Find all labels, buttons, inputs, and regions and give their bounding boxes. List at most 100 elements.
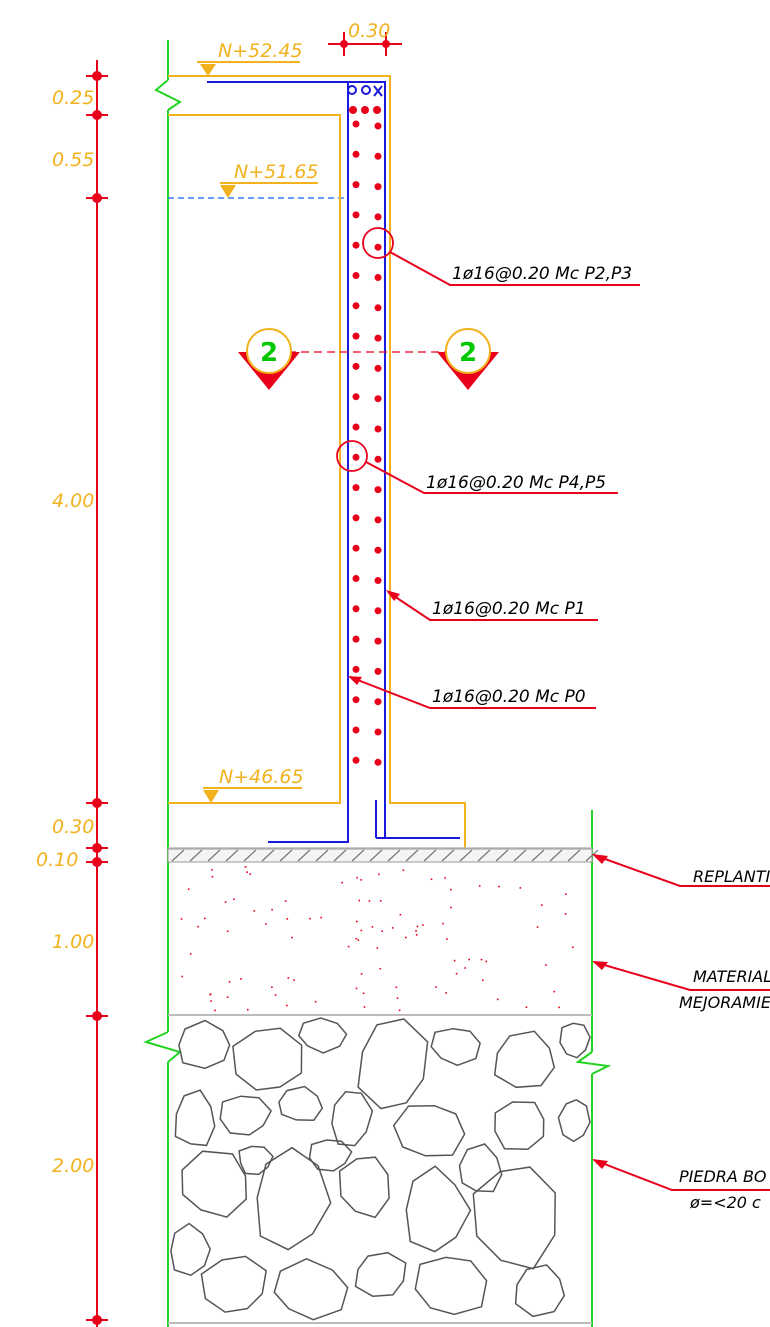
stone <box>338 1156 390 1219</box>
fill-dot <box>464 967 466 969</box>
fill-dot <box>291 936 293 939</box>
fill-dot <box>536 926 539 928</box>
rebar-dot <box>373 106 381 114</box>
fill-dot <box>376 947 379 949</box>
level-label-water: N+51.65 <box>234 161 319 183</box>
fill-dot <box>445 992 447 994</box>
stone <box>232 1027 303 1091</box>
fill-dot <box>541 904 543 906</box>
section-mark-right: 2 <box>437 328 499 390</box>
stone <box>256 1146 332 1251</box>
hatch-line <box>351 849 365 862</box>
fill-dot <box>565 893 567 895</box>
rebar-dot <box>352 575 360 582</box>
hatch-line <box>585 849 599 862</box>
layer-label-replantillo: REPLANTI <box>693 867 770 886</box>
stone <box>238 1145 274 1176</box>
fill-dot <box>244 866 247 868</box>
rebar-dot <box>374 334 382 342</box>
fill-dot <box>378 873 380 876</box>
stone <box>557 1098 591 1143</box>
fill-dot <box>253 910 256 912</box>
layer-label-material: MATERIAL <box>693 967 770 986</box>
fill-dot <box>180 918 183 920</box>
fill-dot <box>355 987 358 990</box>
fill-dot <box>356 876 358 879</box>
fill-dot <box>265 923 267 925</box>
fill-dot <box>357 939 360 941</box>
rebar-callout-p1: 1ø16@0.20 Mc P1 <box>386 590 598 621</box>
fill-dot <box>545 964 547 966</box>
stone <box>297 1017 348 1054</box>
fill-dot <box>271 908 273 911</box>
fill-dot <box>558 1006 560 1009</box>
rebar-cage <box>207 81 460 843</box>
fill-dot <box>274 994 277 996</box>
dim-label-0-30: 0.30 <box>52 816 94 838</box>
fill-dot <box>564 913 567 915</box>
stone <box>219 1095 273 1136</box>
stone <box>354 1251 407 1297</box>
rebar-dot <box>374 304 382 312</box>
rebar-callout-p4-p5: 1ø16@0.20 Mc P4,P5 <box>336 440 618 494</box>
rebar-dot <box>352 665 360 673</box>
rebar-dot <box>352 453 360 461</box>
fill-dot <box>226 996 229 998</box>
fill-dot <box>478 885 481 887</box>
fill-dot <box>391 927 394 929</box>
rebar-dot <box>374 667 382 675</box>
fill-dot <box>233 898 235 901</box>
rebar-dot <box>374 546 382 554</box>
rebar-label-p2-p3: 1ø16@0.20 Mc P2,P3 <box>452 264 632 284</box>
fill-dot <box>415 930 417 932</box>
hatch-line <box>495 849 509 862</box>
stone <box>472 1166 556 1270</box>
fill-dot <box>247 1008 249 1011</box>
fill-dot <box>444 877 446 879</box>
rebar-dot <box>374 607 382 615</box>
hatch-line <box>315 849 329 862</box>
stone <box>331 1091 374 1147</box>
dimension-ticks <box>86 71 108 1325</box>
fill-dot <box>398 1009 401 1012</box>
level-label-base: N+46.65 <box>219 766 304 788</box>
fill-dot <box>309 917 311 920</box>
hatch-line <box>549 849 563 862</box>
hatch-line <box>513 849 527 862</box>
wall-thickness-dimension: 0.30 <box>328 20 402 56</box>
fill-dot <box>485 960 487 963</box>
fill-dot <box>482 979 484 982</box>
hatch-line <box>189 849 203 862</box>
rebar-dot <box>352 756 360 764</box>
fill-dot <box>496 998 499 1001</box>
hatch-line <box>423 849 437 862</box>
rebar-dot <box>374 152 382 160</box>
hatch-line <box>567 849 581 862</box>
stone <box>174 1089 216 1147</box>
improvement-fill-layer <box>168 866 592 1016</box>
fill-dot <box>525 1006 528 1008</box>
fill-dot <box>210 1000 212 1002</box>
level-label-top: N+52.45 <box>218 40 303 62</box>
rebar-callout-p0: 1ø16@0.20 Mc P0 <box>348 676 596 709</box>
layer-label-mejoramiento: MEJORAMIE <box>679 993 770 1012</box>
fill-dot <box>204 917 206 920</box>
fill-dot <box>189 953 192 955</box>
stone <box>178 1019 231 1070</box>
dim-label-2-00: 2.00 <box>52 1155 94 1177</box>
layer-callout-replantillo: REPLANTI <box>592 854 770 887</box>
rebar-dot <box>374 274 382 281</box>
vertical-dimension-chain: 0.25 0.55 4.00 0.30 0.10 1.00 2.00 <box>36 60 108 1327</box>
rebar-dot <box>352 696 360 704</box>
section-mark-left-label: 2 <box>260 338 278 368</box>
fill-dot <box>360 929 363 932</box>
fill-dot <box>405 936 407 939</box>
stone <box>514 1264 566 1318</box>
fill-dot <box>396 997 399 999</box>
fill-dot <box>379 967 382 970</box>
rebar-dot <box>374 213 382 221</box>
rebar-dot <box>352 332 360 340</box>
fill-dot <box>430 878 433 881</box>
fill-dot <box>415 934 418 936</box>
